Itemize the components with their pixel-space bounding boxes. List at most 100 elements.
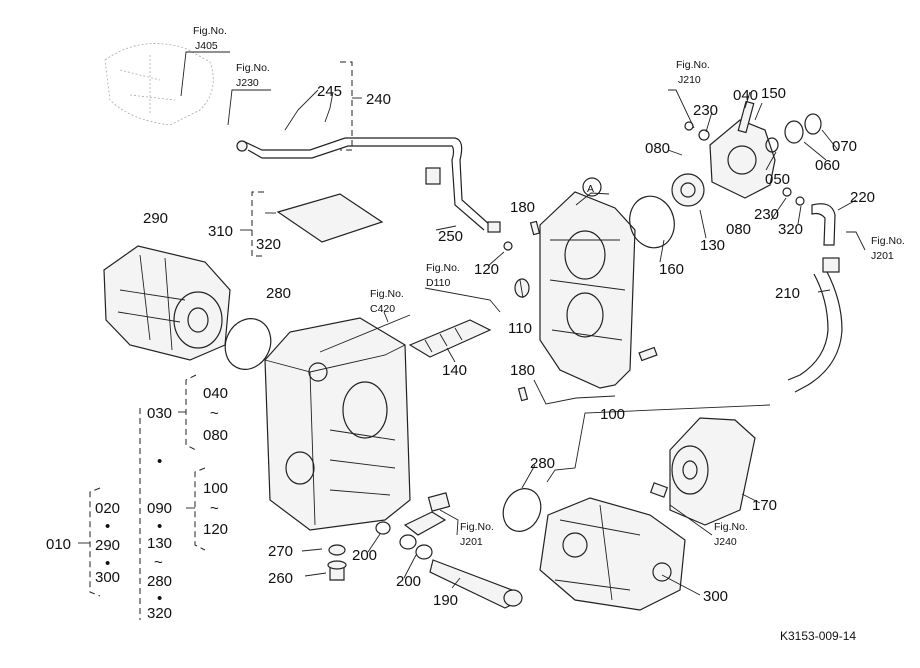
coupling-200-set <box>375 492 451 560</box>
plugs-260-270 <box>327 544 347 581</box>
o-ring-280-lower <box>502 488 542 532</box>
fig-label: Fig.No. <box>676 59 710 71</box>
seals-050-060-070 <box>765 113 822 153</box>
label-030: 030 <box>147 405 172 422</box>
label-090: 090 <box>147 500 172 517</box>
label-320-group: 320 <box>147 605 172 622</box>
part-280-lower: 280 <box>530 455 555 472</box>
part-290: 290 <box>143 210 168 227</box>
part-060: 060 <box>815 157 840 174</box>
part-150: 150 <box>761 85 786 102</box>
bullet: • <box>157 453 162 470</box>
part-080-lower: 080 <box>726 221 751 238</box>
label-120: 120 <box>203 521 228 538</box>
hydraulic-pump-290 <box>103 245 231 361</box>
bullet: • <box>157 590 162 607</box>
label-240: 240 <box>366 91 391 108</box>
pump-300 <box>539 497 686 611</box>
part-080-upper: 080 <box>645 140 670 157</box>
fig-label: Fig.No. <box>714 521 748 533</box>
label-130-group: 130 <box>147 535 172 552</box>
transmission-case <box>264 317 411 531</box>
part-250: 250 <box>438 228 463 245</box>
part-270: 270 <box>268 543 293 560</box>
label-245: 245 <box>317 83 342 100</box>
part-130: 130 <box>700 237 725 254</box>
part-070: 070 <box>832 138 857 155</box>
part-180-upper: 180 <box>510 199 535 216</box>
pins-180 <box>517 220 541 402</box>
part-120: 120 <box>474 261 499 278</box>
part-200-upper: 200 <box>352 547 377 564</box>
bullet: • <box>105 518 110 535</box>
bullet: • <box>157 518 162 535</box>
collar-110 <box>514 278 530 298</box>
marker-a-label: A <box>587 183 594 195</box>
shaft-140 <box>408 319 492 358</box>
fig-label: Fig.No. <box>236 62 270 74</box>
part-260: 260 <box>268 570 293 587</box>
part-110: 110 <box>508 320 532 337</box>
fig-label: Fig.No. <box>460 521 494 533</box>
fig-label: Fig.No. <box>370 288 404 300</box>
part-170: 170 <box>752 497 777 514</box>
part-220: 220 <box>850 189 875 206</box>
label-100: 100 <box>203 480 228 497</box>
part-number-labels: 230 040 150 080 050 060 070 180 250 120 … <box>143 85 875 609</box>
part-320: 320 <box>778 221 803 238</box>
o-ring-160 <box>629 195 675 249</box>
ghost-engine-outline <box>104 43 214 126</box>
drawing-code: K3153-009-14 <box>780 629 856 643</box>
part-140: 140 <box>442 362 467 379</box>
label-280-group: 280 <box>147 573 172 590</box>
part-230-upper: 230 <box>693 102 718 119</box>
hose-210 <box>787 257 843 393</box>
part-160: 160 <box>659 261 684 278</box>
figure-references: Fig.No. J405 Fig.No. J230 Fig.No. J210 F… <box>193 25 905 548</box>
part-190: 190 <box>433 592 458 609</box>
fig-label: Fig.No. <box>426 262 460 274</box>
tilde: ~ <box>210 405 219 422</box>
part-040: 040 <box>733 87 758 104</box>
gasket-310 <box>276 193 384 243</box>
oil-pipe-240 <box>236 137 501 233</box>
label-290-group: 290 <box>95 537 120 554</box>
part-280-upper: 280 <box>266 285 291 302</box>
fig-ref-d110: D110 <box>426 277 450 289</box>
fig-ref-j210: J210 <box>678 74 701 86</box>
case-cover-100 <box>539 191 658 389</box>
part-300: 300 <box>703 588 728 605</box>
o-ring-280-upper <box>224 318 272 370</box>
fig-ref-j240: J240 <box>714 536 737 548</box>
fig-ref-j201-lower: J201 <box>460 536 483 548</box>
tilde: ~ <box>154 554 163 571</box>
label-020: 020 <box>95 500 120 517</box>
bracket-lines <box>78 61 362 620</box>
oil-filter-170 <box>649 417 756 526</box>
pump-assembly-040 <box>671 100 776 207</box>
bullet: • <box>105 555 110 572</box>
label-310: 310 <box>208 223 233 240</box>
elbow-220 <box>782 187 836 246</box>
label-040: 040 <box>203 385 228 402</box>
part-210: 210 <box>775 285 800 302</box>
circled-marker-a: A <box>582 177 602 197</box>
label-080: 080 <box>203 427 228 444</box>
fig-label: Fig.No. <box>871 235 905 247</box>
group-labels: 245 240 310 320 030 040 ~ 080 • 100 ~ 12… <box>46 83 391 622</box>
part-100: 100 <box>600 406 625 423</box>
tilde: ~ <box>210 500 219 517</box>
plug-120 <box>503 241 513 251</box>
fig-ref-c420: C420 <box>370 303 395 315</box>
fig-ref-j230: J230 <box>236 77 259 89</box>
part-230-lower: 230 <box>754 206 779 223</box>
label-300-group: 300 <box>95 569 120 586</box>
part-180-lower: 180 <box>510 362 535 379</box>
fig-label: Fig.No. <box>193 25 227 37</box>
part-050: 050 <box>765 171 790 188</box>
part-200-lower: 200 <box>396 573 421 590</box>
label-010: 010 <box>46 536 71 553</box>
shaft-190 <box>429 559 523 609</box>
leader-lines <box>180 51 866 596</box>
